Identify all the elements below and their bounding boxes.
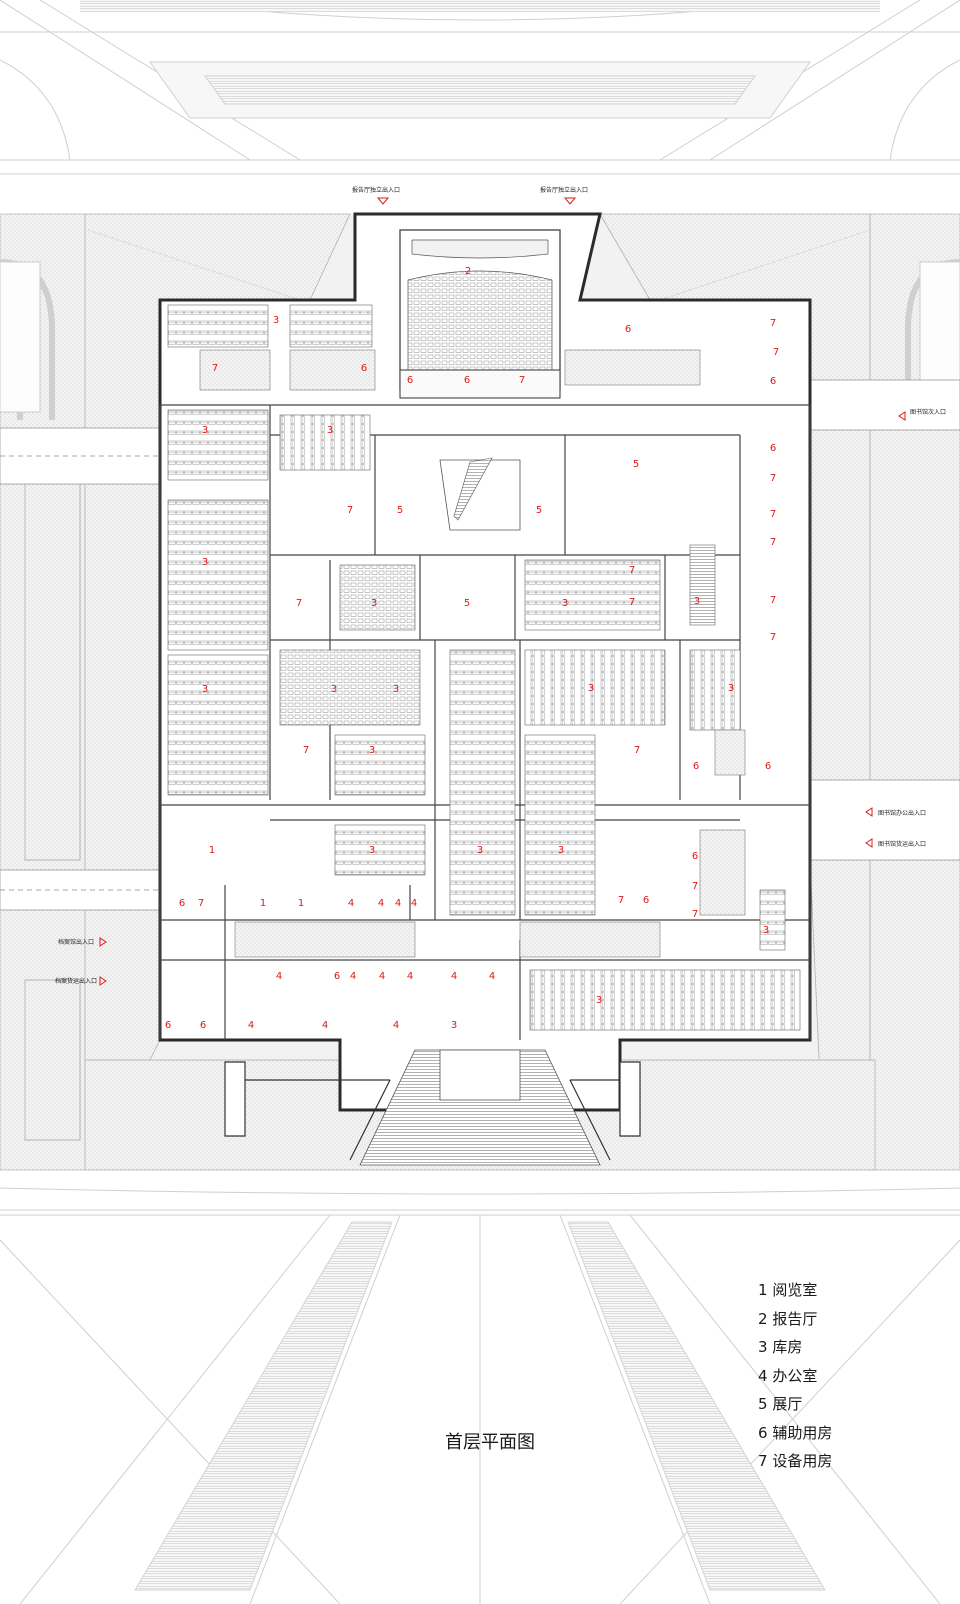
room-number-label: 3	[202, 684, 208, 695]
room-number-label: 6	[625, 324, 631, 335]
room-number-label: 1	[209, 845, 215, 856]
room-number-label: 7	[198, 898, 204, 909]
legend-item: 2 报告厅	[758, 1309, 818, 1328]
room-number-label: 6	[464, 375, 470, 386]
room-number-label: 7	[770, 595, 776, 606]
top-plaza	[0, 0, 960, 188]
room-number-label: 4	[322, 1020, 328, 1031]
room-number-label: 3	[327, 425, 333, 436]
room-number-label: 7	[629, 565, 635, 576]
room-number-label: 4	[248, 1020, 254, 1031]
room-number-label: 6	[179, 898, 185, 909]
room-number-label: 3	[728, 683, 734, 694]
room-number-label: 3	[393, 684, 399, 695]
room-number-label: 7	[770, 318, 776, 329]
legend-item: 5 展厅	[758, 1395, 803, 1413]
room-number-label: 3	[273, 315, 279, 326]
room-number-label: 7	[347, 505, 353, 516]
room-number-label: 3	[369, 745, 375, 756]
entrance-label: 报告厅独立出入口	[352, 186, 400, 194]
room-number-label: 7	[692, 881, 698, 892]
room-number-label: 1	[260, 898, 266, 909]
entrance-label: 图书馆货运出入口	[878, 840, 926, 848]
room-number-label: 3	[331, 684, 337, 695]
room-number-label: 3	[202, 557, 208, 568]
room-number-label: 3	[451, 1020, 457, 1031]
room-number-label: 7	[212, 363, 218, 374]
entrance-labels: 报告厅独立出入口 报告厅独立出入口 图书馆次入口 图书馆办公出入口 图书馆货运出…	[55, 186, 946, 985]
room-number-label: 7	[629, 597, 635, 608]
atrium	[439, 457, 521, 531]
room-number-label: 6	[643, 895, 649, 906]
legend: 1 阅览室 2 报告厅 3 库房 4 办公室 5 展厅 6 辅助用房 7 设备用…	[758, 1276, 948, 1476]
room-number-label: 6	[334, 971, 340, 982]
room-number-label: 4	[276, 971, 282, 982]
room-number-label: 7	[519, 375, 525, 386]
room-number-label: 7	[634, 745, 640, 756]
room-number-label: 3	[763, 925, 769, 936]
storage-shelving	[167, 304, 801, 1031]
room-number-label: 7	[692, 909, 698, 920]
room-number-label: 7	[770, 509, 776, 520]
room-number-label: 1	[298, 898, 304, 909]
bottom-plaza	[0, 1187, 960, 1604]
room-number-label: 6	[765, 761, 771, 772]
room-number-label: 4	[395, 898, 401, 909]
room-number-label: 6	[361, 363, 367, 374]
figure-title: 首层平面图	[445, 1432, 535, 1453]
room-number-label: 6	[200, 1020, 206, 1031]
room-number-label: 3	[694, 596, 700, 607]
legend-item: 7 设备用房	[758, 1452, 833, 1470]
room-number-label: 4	[350, 971, 356, 982]
room-number-label: 6	[165, 1020, 171, 1031]
entrance-label: 报告厅独立出入口	[540, 186, 588, 194]
room-number-label: 3	[558, 845, 564, 856]
room-number-label: 3	[588, 683, 594, 694]
entrance-markers	[99, 197, 906, 986]
room-number-label: 4	[489, 971, 495, 982]
room-number-label: 4	[451, 971, 457, 982]
room-number-label: 4	[379, 971, 385, 982]
room-number-label: 3	[371, 598, 377, 609]
room-number-label: 5	[633, 459, 639, 470]
room-number-label: 3	[562, 598, 568, 609]
room-number-label: 7	[770, 473, 776, 484]
room-number-label: 7	[618, 895, 624, 906]
room-number-label: 4	[411, 898, 417, 909]
room-number-label: 6	[770, 376, 776, 387]
room-number-label: 6	[693, 761, 699, 772]
room-number-label: 5	[397, 505, 403, 516]
legend-item: 4 办公室	[758, 1366, 818, 1385]
room-number-label: 5	[464, 598, 470, 609]
auditorium	[399, 229, 561, 399]
courtyards	[199, 349, 746, 958]
room-number-label: 7	[770, 537, 776, 548]
room-number-label: 7	[303, 745, 309, 756]
entrance-label: 图书馆办公出入口	[878, 809, 926, 817]
room-number-label: 7	[296, 598, 302, 609]
entrance-label: 图书馆次入口	[910, 408, 946, 416]
room-number-label: 6	[407, 375, 413, 386]
room-number-label: 4	[348, 898, 354, 909]
room-number-label: 3	[202, 425, 208, 436]
room-number-label: 2	[465, 266, 471, 277]
room-number-label: 3	[596, 995, 602, 1006]
legend-item: 6 辅助用房	[758, 1423, 833, 1442]
room-number-label: 7	[773, 347, 779, 358]
legend-item: 1 阅览室	[758, 1281, 818, 1299]
room-number-label: 5	[536, 505, 542, 516]
room-number-label: 3	[477, 845, 483, 856]
entrance-label: 档案货运出入口	[55, 977, 97, 985]
room-number-label: 6	[692, 851, 698, 862]
room-number-label: 4	[407, 971, 413, 982]
room-number-label: 6	[770, 443, 776, 454]
room-number-label: 4	[378, 898, 384, 909]
room-labels: 2 3 7 6 6 6 7 6 7 7 6 3 3 7 5 5 5 6 7 7 7 7 3 7 3 5 3 7 7 3 7 3 3 3 3 3 7 3 7 6…	[165, 266, 779, 1031]
entrance-label: 档案馆出入口	[58, 938, 94, 946]
room-number-label: 7	[770, 632, 776, 643]
room-number-label: 4	[393, 1020, 399, 1031]
room-number-label: 3	[369, 845, 375, 856]
legend-item: 3 库房	[758, 1338, 803, 1356]
